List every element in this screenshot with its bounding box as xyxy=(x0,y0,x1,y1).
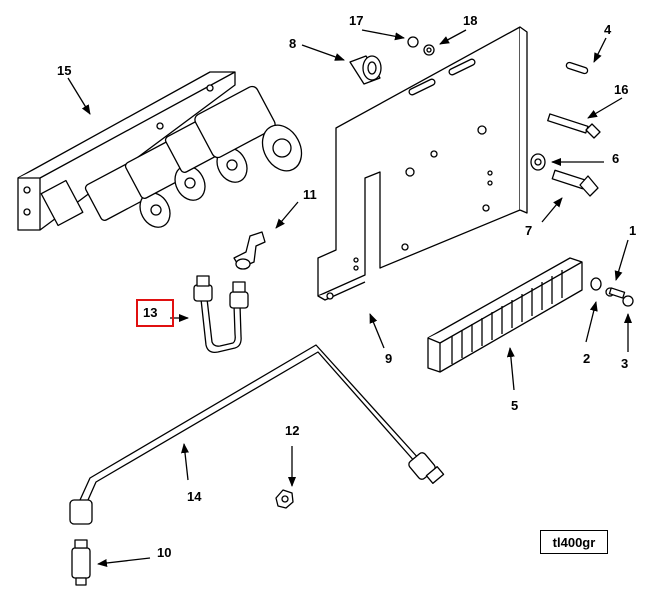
callout-7: 7 xyxy=(525,223,533,238)
callout-17: 17 xyxy=(349,13,364,28)
callout-16: 16 xyxy=(614,82,629,97)
callout-1: 1 xyxy=(629,223,637,238)
callout-3: 3 xyxy=(621,356,629,371)
spacer xyxy=(349,55,382,85)
callout-13: 13 xyxy=(143,305,158,320)
callout-18: 18 xyxy=(463,13,478,28)
mounting-plate xyxy=(317,26,528,301)
washer-and-screw xyxy=(590,277,634,307)
straight-fitting xyxy=(71,539,91,586)
leader-arrows xyxy=(67,29,632,567)
small-nut xyxy=(275,489,294,509)
long-bolt xyxy=(547,113,601,139)
callout-12: 12 xyxy=(285,423,300,438)
figure-code-text: tl400gr xyxy=(552,534,596,550)
nut-and-washer xyxy=(407,36,435,56)
callout-8: 8 xyxy=(289,36,297,51)
tube-fitting-assembly xyxy=(193,275,249,353)
washer-and-bolt xyxy=(530,153,599,197)
callout-14: 14 xyxy=(187,489,202,504)
callout-4: 4 xyxy=(604,22,612,37)
pin xyxy=(565,61,589,75)
figure-code-label: tl400gr xyxy=(540,530,608,554)
callout-9: 9 xyxy=(385,351,393,366)
callout-13-highlight xyxy=(136,299,174,327)
callout-11: 11 xyxy=(303,187,317,202)
long-tube xyxy=(69,344,445,525)
callout-2: 2 xyxy=(583,351,591,366)
callout-5: 5 xyxy=(511,398,519,413)
elbow-fitting xyxy=(233,231,266,270)
callout-10: 10 xyxy=(157,545,172,560)
callout-15: 15 xyxy=(57,63,72,78)
callout-6: 6 xyxy=(612,151,620,166)
manifold-assembly xyxy=(17,71,303,231)
terminal-strip xyxy=(427,257,583,373)
